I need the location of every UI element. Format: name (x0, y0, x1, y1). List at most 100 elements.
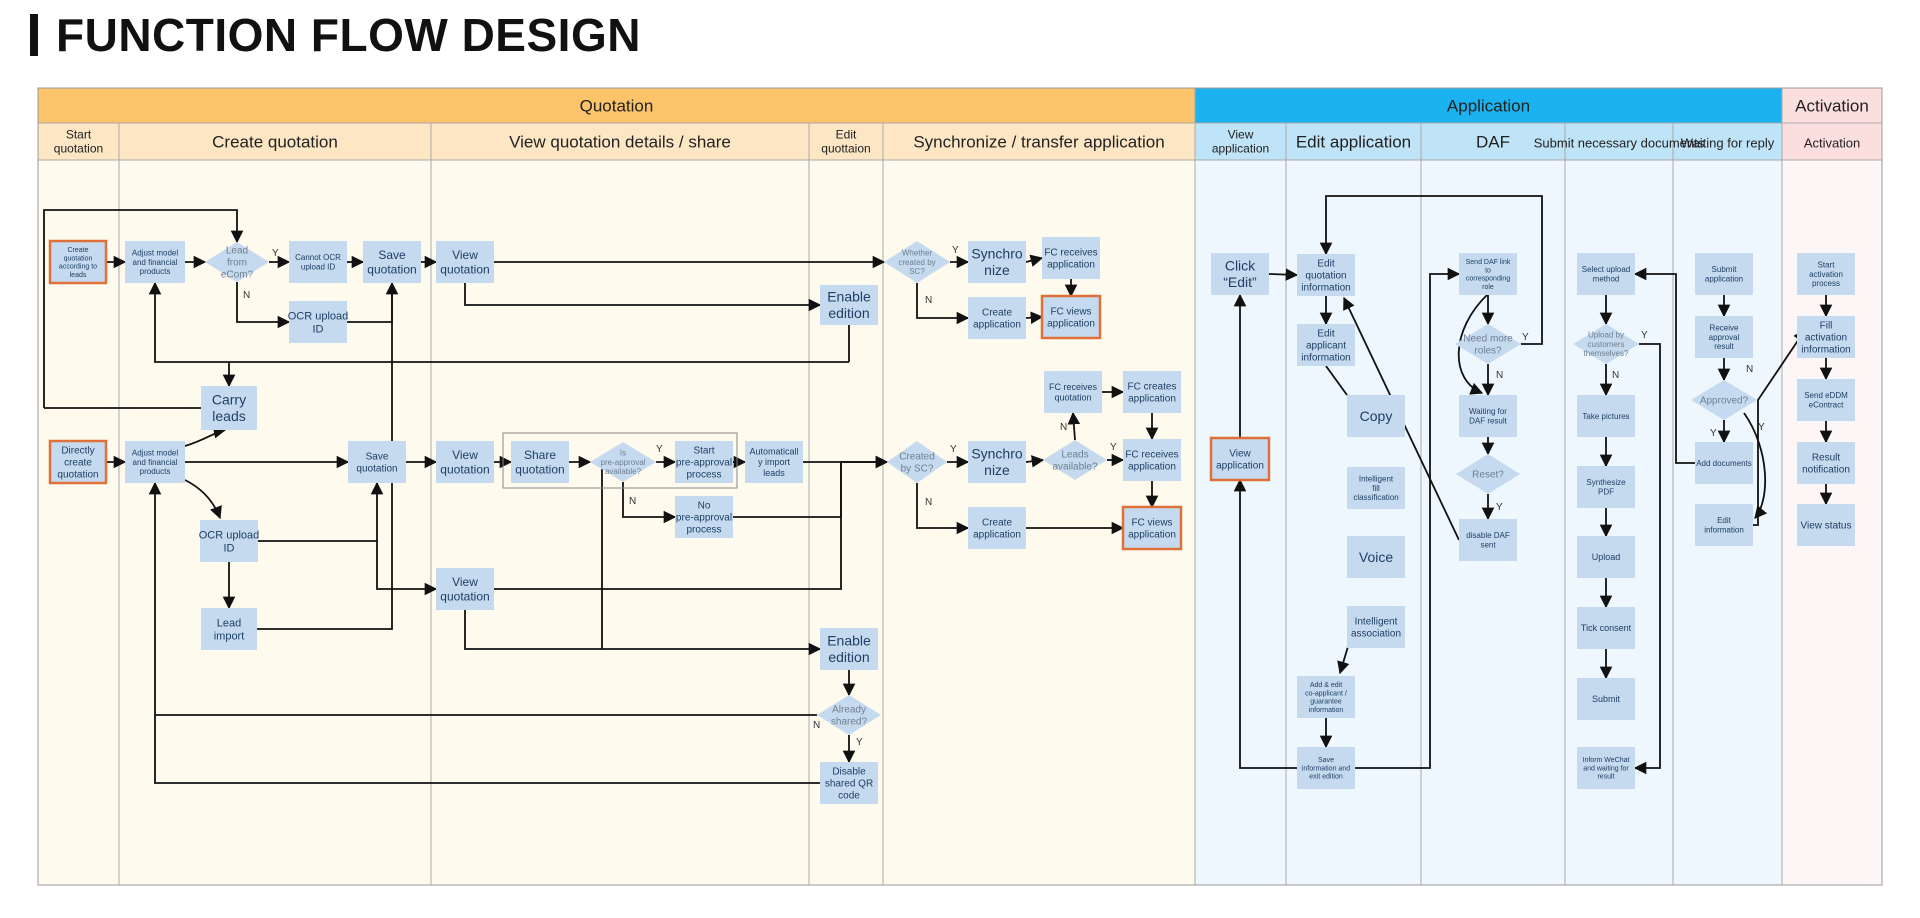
node-n5-save-quotation (363, 241, 421, 283)
node-n15-directly-create-quotation (48, 439, 108, 485)
node-n36-create-application (968, 507, 1026, 549)
node-n38-click-edit (1211, 253, 1269, 295)
column-label-sync: Synchronize / transfer application (913, 133, 1164, 152)
node-n18-view-quotation (436, 441, 494, 483)
edge-label-no: N (925, 497, 932, 508)
node-n30-created-by-sc (887, 441, 947, 483)
node-n34-fc-creates-application (1123, 371, 1181, 413)
flow-edge-45 (1025, 455, 1045, 468)
node-n43-intelligent-fill-classification (1347, 467, 1405, 509)
node-n50-waiting-for-daf-result (1459, 395, 1517, 437)
node-n1-create-quotation-according-to-leads (48, 239, 108, 285)
node-n44-voice (1347, 536, 1405, 578)
edge-label-yes: Y (656, 444, 663, 455)
node-n66-start-activation-process (1797, 253, 1855, 295)
flow-edge-79 (1743, 412, 1768, 519)
node-n67-fill-activation-information (1797, 316, 1855, 358)
flow-edge-74 (1633, 343, 1661, 775)
node-n28-already-shared (817, 695, 881, 735)
node-n62-receive-approval-result (1695, 316, 1753, 358)
column-header-daf (1420, 122, 1566, 161)
flow-edge-80 (1753, 328, 1806, 526)
node-n61-submit-application (1695, 253, 1753, 295)
node-n63-approved (1691, 380, 1757, 420)
node-n70-view-status (1797, 504, 1855, 546)
flow-edge-18 (916, 283, 970, 325)
column-label-create: Create quotation (212, 133, 338, 152)
node-label-n55: Take pictures (1582, 412, 1629, 421)
flow-edge-6 (236, 282, 291, 329)
flow-edge-43 (154, 715, 820, 784)
node-n33-fc-receives-quotation (1044, 371, 1102, 413)
node-n7-view-quotation (436, 241, 494, 283)
node-n65-edit-information (1695, 504, 1753, 546)
band-label-application: Application (1447, 97, 1530, 116)
node-n19-share-quotation (511, 441, 569, 483)
node-n49-need-more-roles (1455, 324, 1521, 364)
node-label-n44: Voice (1359, 549, 1393, 565)
edge-label-no: N (1612, 370, 1619, 381)
column-header-wait (1672, 122, 1783, 161)
column-label-submit: Submit necessary documents (1534, 136, 1705, 151)
edge-label-no: N (1746, 364, 1753, 375)
node-label-n59: Submit (1592, 694, 1621, 704)
edge-label-yes: Y (272, 248, 279, 259)
node-n54-upload-by-customers-themselves (1573, 324, 1639, 364)
node-label-n64: Add documents (1696, 459, 1752, 468)
node-n8-carry-leads (201, 386, 257, 430)
column-header-viewapp (1194, 122, 1287, 161)
flow-edge-56 (1325, 365, 1348, 396)
flow-edge-30 (184, 426, 227, 447)
column-header-editapp (1285, 122, 1422, 161)
edge-label-yes: Y (952, 245, 959, 256)
node-n14-fc-views-application (1040, 294, 1102, 340)
column-header-edit (808, 122, 884, 161)
node-n22-automaticall-y-import-leads (745, 441, 803, 483)
edge-label-yes: Y (1110, 442, 1117, 453)
node-n56-synthesize-pdf (1577, 466, 1635, 508)
node-n24-ocr-upload-id (200, 520, 258, 562)
node-n29-disable-shared-qr-code (820, 762, 878, 804)
flow-edge-31 (184, 479, 222, 520)
node-n51-reset (1456, 454, 1520, 494)
node-n2-adjust-model-and-financial-products (125, 241, 185, 283)
flow-edge-8 (43, 209, 244, 408)
node-n21-start-pre-approval-process (675, 441, 733, 483)
node-n47-save-information-and-exit-edition (1297, 747, 1355, 789)
column-label-wait: Waiting for reply (1681, 136, 1775, 151)
flow-edge-63 (1319, 195, 1543, 345)
column-header-submit (1564, 122, 1674, 161)
edge-label-no: N (629, 496, 636, 507)
edge-label-yes: Y (1522, 332, 1529, 343)
node-n39-view-application (1209, 436, 1271, 482)
node-n27-enable-edition (820, 628, 878, 670)
